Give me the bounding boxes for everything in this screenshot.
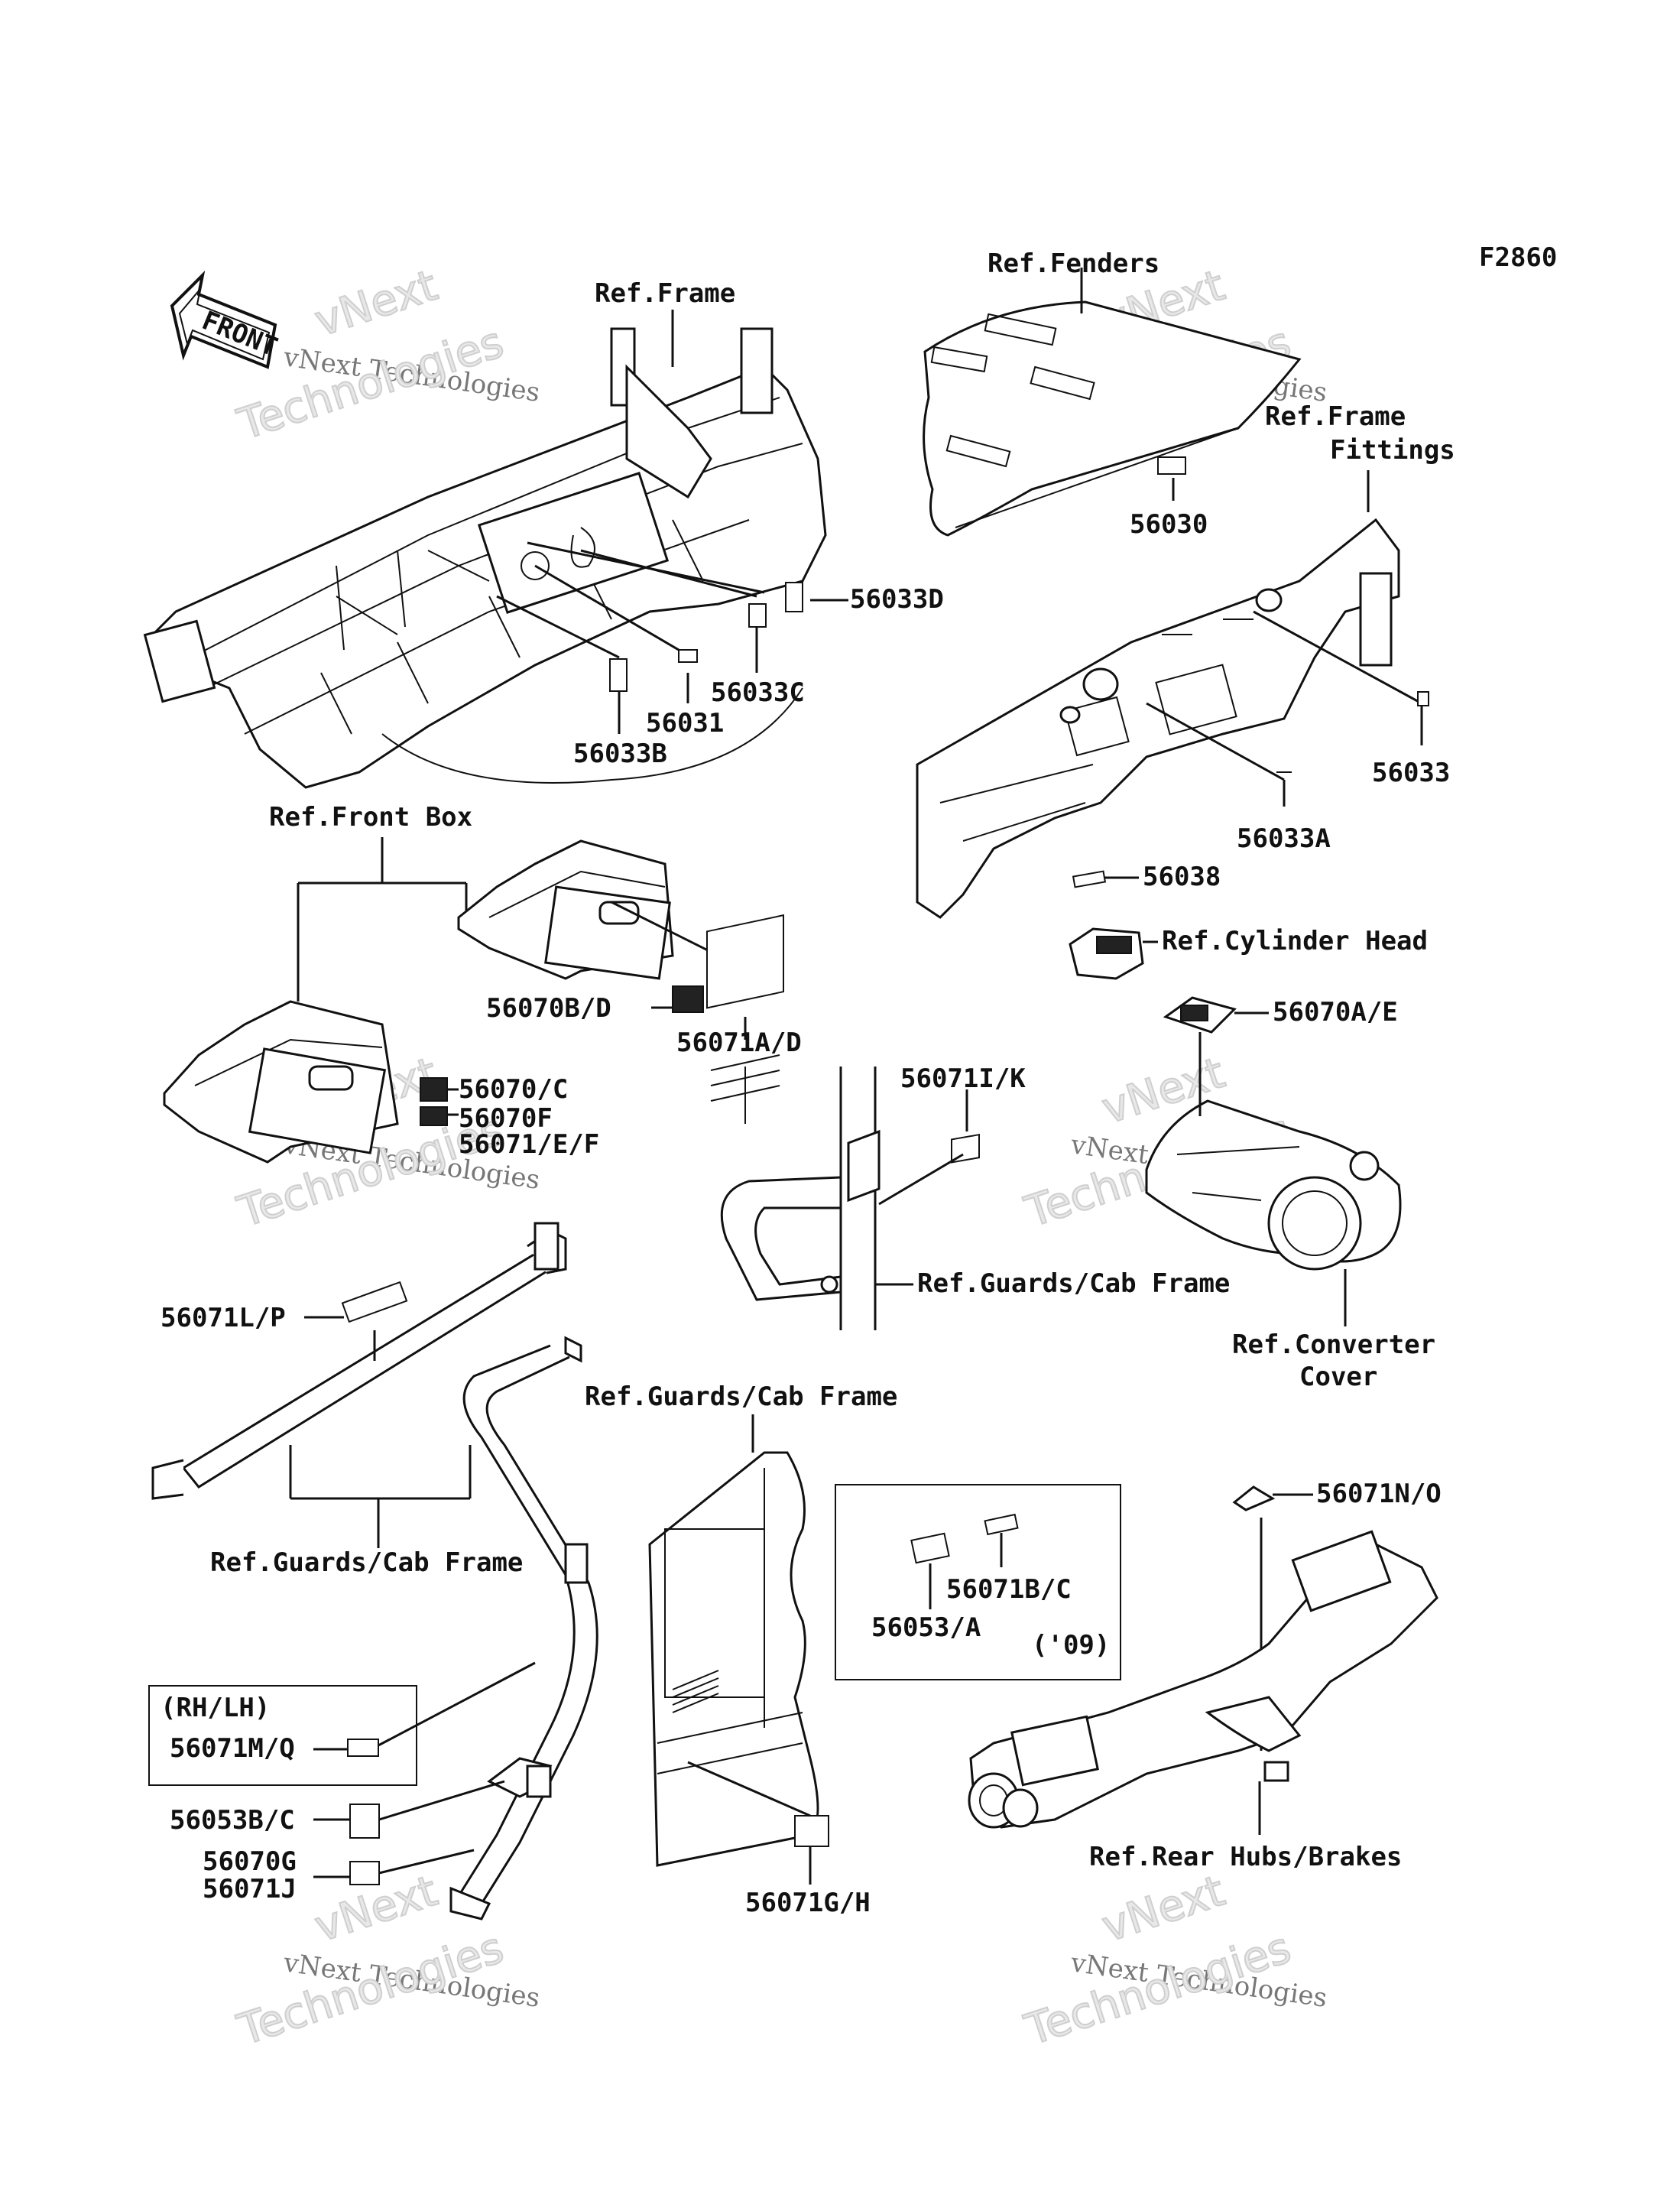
svg-text:vNext: vNext bbox=[1096, 1866, 1231, 1952]
watermark-bottom-right: vNext vNext Technologies Technologies bbox=[1018, 1865, 1328, 2057]
ref-front-box-label: Ref.Front Box bbox=[269, 802, 472, 833]
part-56033c-label: 56033C bbox=[711, 677, 805, 708]
decal-56070ae bbox=[1163, 996, 1237, 1034]
leader-56070g-b bbox=[378, 1849, 475, 1875]
part-56033a-label: 56033A bbox=[1237, 823, 1331, 854]
decal-56071gh bbox=[794, 1815, 829, 1847]
decal-56071ik bbox=[951, 1133, 980, 1164]
leader-56071mq-b bbox=[378, 1661, 536, 1747]
part-56070c-label: 56070/C bbox=[459, 1074, 568, 1105]
part-56071ad-label: 56071A/D bbox=[676, 1028, 802, 1058]
part-56071j-label: 56071J bbox=[203, 1874, 297, 1904]
part-56053bc-label: 56053B/C bbox=[170, 1805, 295, 1836]
door-grille bbox=[672, 1670, 719, 1713]
decal-56071lp bbox=[341, 1281, 408, 1323]
part-56053a-label: 56053/A bbox=[871, 1612, 981, 1643]
decal-56053bc bbox=[349, 1804, 380, 1839]
year-09-box bbox=[835, 1484, 1121, 1680]
part-56070g-label: 56070G bbox=[203, 1846, 297, 1877]
main-frame-drawing bbox=[143, 327, 827, 789]
decal-56053a bbox=[910, 1532, 950, 1564]
part-56033d-label: 56033D bbox=[850, 584, 944, 615]
cylinder-head-drawing bbox=[1069, 927, 1144, 980]
leader-56033-a bbox=[1253, 610, 1422, 705]
decal-56070g-56071j bbox=[349, 1861, 380, 1885]
ref-frame-fittings-label-1: Ref.Frame bbox=[1265, 401, 1406, 432]
frame-fittings-drawing bbox=[916, 518, 1400, 919]
leader-56033a-a bbox=[1146, 702, 1285, 781]
front-box-leaders bbox=[297, 837, 468, 1002]
decal-56031 bbox=[678, 649, 698, 663]
rh-lh-label: (RH/LH) bbox=[161, 1693, 270, 1723]
part-56071no-label: 56071N/O bbox=[1316, 1479, 1442, 1509]
rear-axle-drawing bbox=[968, 1530, 1438, 1829]
decal-56070bd bbox=[672, 985, 704, 1013]
ref-cylinder-head-label: Ref.Cylinder Head bbox=[1162, 926, 1428, 956]
part-56070f-label: 56070F bbox=[459, 1103, 553, 1134]
decal-56033b bbox=[609, 658, 628, 692]
ref-frame-label: Ref.Frame bbox=[595, 278, 735, 309]
part-56071gh-label: 56071G/H bbox=[745, 1888, 871, 1918]
ref-guards-cab-label-3: Ref.Guards/Cab Frame bbox=[585, 1381, 897, 1412]
ref-converter-label-1: Ref.Converter bbox=[1232, 1330, 1435, 1360]
part-56033b-label: 56033B bbox=[573, 739, 667, 769]
part-56070ae-label: 56070A/E bbox=[1273, 997, 1398, 1028]
figure-code: F2860 bbox=[1479, 242, 1557, 273]
leader-56071ik-b bbox=[878, 1153, 964, 1206]
cab-door-drawing bbox=[648, 1451, 819, 1867]
left-bar-leaders bbox=[289, 1445, 472, 1548]
front-arrow-icon: FRONT bbox=[170, 270, 282, 369]
decal-56071mq bbox=[347, 1739, 379, 1757]
leader-56053bc-b bbox=[378, 1780, 505, 1821]
part-56071ik-label: 56071I/K bbox=[900, 1063, 1026, 1094]
decal-56033 bbox=[1417, 691, 1429, 706]
ref-guards-cab-label-2: Ref.Guards/Cab Frame bbox=[210, 1547, 523, 1578]
guard-upper-drawing bbox=[720, 1067, 881, 1330]
part-56071mq-label: 56071M/Q bbox=[170, 1733, 295, 1764]
svg-text:vNext: vNext bbox=[309, 261, 443, 346]
decal-56038 bbox=[1072, 870, 1107, 888]
decal-56071bc bbox=[984, 1513, 1019, 1536]
part-56038-label: 56038 bbox=[1143, 862, 1221, 892]
decal-56071ad bbox=[706, 914, 784, 1124]
part-56071lp-label: 56071L/P bbox=[161, 1303, 286, 1333]
decal-56071no bbox=[1232, 1485, 1276, 1511]
decal-56030 bbox=[1157, 456, 1186, 475]
decal-56070f bbox=[420, 1106, 448, 1126]
part-56070bd-label: 56070B/D bbox=[486, 993, 611, 1024]
front-box-lower-drawing bbox=[163, 1000, 399, 1164]
ref-frame-fittings-label-2: Fittings bbox=[1330, 435, 1455, 466]
leader-56071gh-a bbox=[687, 1761, 811, 1817]
part-56071bc-label: 56071B/C bbox=[946, 1574, 1072, 1605]
decal-56033c bbox=[748, 603, 767, 628]
rh-lh-box bbox=[148, 1685, 417, 1786]
year-09-label: ('09) bbox=[1032, 1630, 1110, 1661]
fenders-drawing bbox=[923, 300, 1302, 537]
part-56030-label: 56030 bbox=[1130, 509, 1208, 540]
ref-fenders-label: Ref.Fenders bbox=[988, 248, 1159, 279]
side-pipe-drawing bbox=[449, 1336, 598, 1920]
decal-56070c bbox=[420, 1077, 448, 1102]
part-56071ef-label: 56071/E/F bbox=[459, 1129, 599, 1160]
ref-converter-label-2: Cover bbox=[1299, 1362, 1377, 1392]
front-box-upper-drawing bbox=[457, 839, 674, 980]
converter-cover-drawing bbox=[1145, 1099, 1402, 1271]
decal-56033d bbox=[785, 582, 803, 612]
watermark-top-left: vNext vNext Technologies Technologies bbox=[231, 260, 541, 451]
part-56031-label: 56031 bbox=[646, 708, 724, 739]
part-56033-label: 56033 bbox=[1372, 758, 1450, 788]
left-bar-drawing bbox=[151, 1222, 567, 1500]
ref-guards-cab-label-1: Ref.Guards/Cab Frame bbox=[917, 1268, 1230, 1299]
ref-rear-hubs-label: Ref.Rear Hubs/Brakes bbox=[1089, 1842, 1402, 1872]
